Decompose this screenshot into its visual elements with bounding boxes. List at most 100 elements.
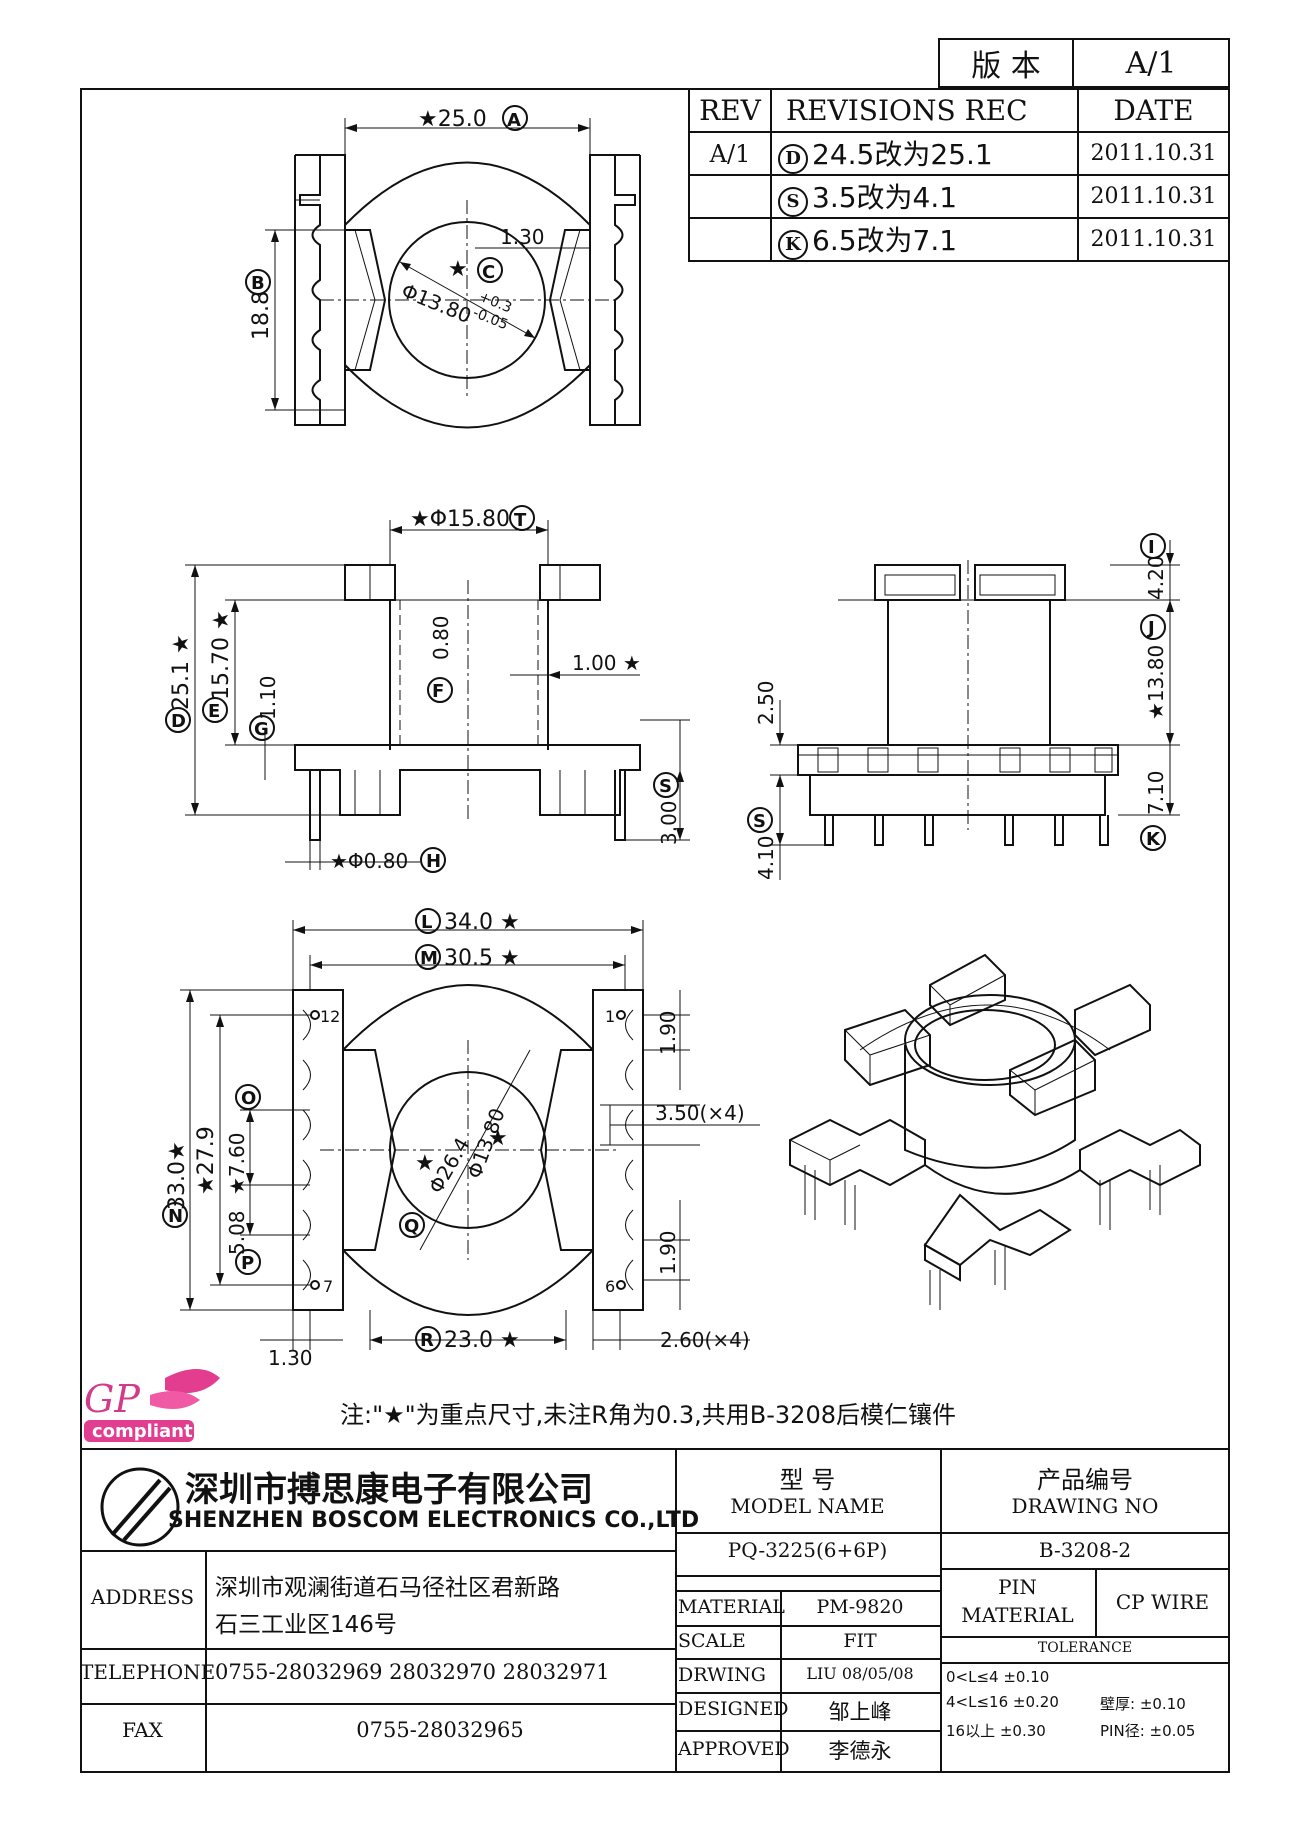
material-label: MATERIAL	[678, 1596, 785, 1618]
revision-date: 2011.10.31	[1077, 131, 1230, 176]
dim-bottom-outer-symbol: Q	[404, 1216, 419, 1237]
tolerance-row-1: 0<L≤4 ±0.10	[946, 1668, 1050, 1686]
leaf-icon	[165, 1369, 220, 1394]
divider	[675, 1658, 940, 1660]
pin-label: 1	[605, 1007, 615, 1026]
dim-bottom-pitch-row: ★27.9	[194, 1126, 219, 1195]
dim-inner-length-symbol: M	[420, 948, 438, 969]
dim-front-flange-symbol: G	[254, 719, 269, 740]
dim-front-inner: 15.70 ★	[209, 610, 234, 700]
dim-inner-length: 30.5 ★	[444, 946, 520, 971]
pin-label: 6	[605, 1277, 615, 1296]
dim-front-pin-symbol: S	[659, 776, 672, 797]
dim-side-step: 2.50	[754, 680, 778, 725]
drawing-no-label-cn: 产品编号	[1037, 1466, 1133, 1494]
fax-value: 0755-28032965	[356, 1718, 524, 1742]
dim-bottom-pitch-a: ★7.60	[225, 1133, 249, 1195]
gp-compliant-logo: GP compliant	[84, 1369, 220, 1442]
model-label-en: MODEL NAME	[730, 1494, 885, 1518]
version-label: 版 本	[938, 38, 1074, 88]
symbol-badge: S	[778, 187, 808, 217]
version-block: 版 本 A/1	[938, 38, 1230, 88]
drawing-no-value: B-3208-2	[1038, 1538, 1132, 1562]
dim-front-total: 25.1 ★	[169, 634, 194, 710]
dim-front-dia: ★Φ15.80	[410, 507, 510, 532]
front-view: ★Φ15.80 T 0.80 F 1.00 ★ 25.1 ★ D	[165, 505, 690, 873]
dim-height: 18.8	[249, 291, 274, 340]
revision-date: 2011.10.31	[1077, 217, 1230, 262]
leaf-icon	[150, 1391, 200, 1409]
dim-width: ★25.0	[418, 107, 487, 132]
company-name-en: SHENZHEN BOSCOM ELECTRONICS CO.,LTD	[168, 1508, 700, 1533]
drwing-value: LIU 08/05/08	[806, 1664, 914, 1683]
company-name-cn: 深圳市搏思康电子有限公司	[185, 1470, 593, 1510]
drawing-frame	[80, 88, 1230, 1773]
scale-label: SCALE	[678, 1630, 746, 1652]
revision-date: 2011.10.31	[1077, 174, 1230, 219]
divider	[780, 1590, 782, 1773]
rev-cell	[688, 217, 772, 262]
dim-front-pin-len: 3.00	[657, 800, 681, 845]
drawing-note: 注:"★"为重点尺寸,未注R角为0.3,共用B-3208后模仁镶件	[340, 1401, 956, 1429]
dim-front-total-symbol: D	[171, 711, 186, 732]
svg-text:★: ★	[488, 1126, 508, 1151]
dim-side-mid-symbol: J	[1146, 618, 1155, 639]
divider	[675, 1532, 1230, 1534]
approved-value: 李德永	[828, 1739, 892, 1763]
company-logo	[100, 1467, 180, 1547]
dim-bottom-gap-top: 1.90	[656, 1010, 680, 1055]
dim-front-pin-dia-symbol: H	[426, 851, 441, 872]
tolerance-pin: PIN径: ±0.05	[1100, 1722, 1196, 1740]
dim-front-wall-symbol: F	[432, 681, 444, 702]
dim-front-pin-dia: ★Φ0.80	[330, 849, 408, 873]
rev-cell: A/1	[688, 131, 772, 176]
pin-label: 7	[323, 1277, 333, 1296]
tolerance-row-3: 16以上 ±0.30	[946, 1722, 1046, 1740]
dim-bore-symbol: C	[482, 262, 495, 283]
material-value: PM-9820	[816, 1596, 904, 1618]
divider	[675, 1730, 940, 1732]
dim-front-flange: 1.10	[256, 675, 280, 720]
dim-side-pin: 4.10	[754, 835, 778, 880]
fax-label: FAX	[122, 1718, 163, 1742]
dim-width-symbol: A	[507, 110, 521, 131]
divider	[675, 1692, 940, 1694]
top-view: ★25.0 A Φ13.80 +0.3 -0.05 ★ C 1.30	[245, 105, 641, 429]
side-view: 2.50 4.10 S 4.20 I ★13.80 J 7.10 K	[747, 533, 1180, 880]
dim-length: 34.0 ★	[444, 910, 520, 935]
title-block-top	[80, 1448, 1230, 1450]
svg-text:★: ★	[448, 257, 468, 282]
dim-bottom-edge: 1.30	[268, 1346, 313, 1370]
revisions-rec-header: REVISIONS REC	[770, 88, 1079, 133]
pin-material-label-2: MATERIAL	[961, 1603, 1074, 1627]
pin-material-label-1: PIN	[998, 1575, 1037, 1599]
designed-value: 邹上峰	[828, 1700, 892, 1724]
dim-front-dia-symbol: T	[514, 510, 527, 531]
dim-height-symbol: B	[251, 273, 265, 294]
symbol-badge: D	[778, 144, 808, 174]
divider	[675, 1575, 940, 1577]
compliant-text: compliant	[92, 1421, 193, 1442]
dim-bottom-pitch-a-symbol: O	[241, 1088, 256, 1109]
dim-bottom-total-symbol: N	[168, 1206, 183, 1227]
drawing-no-label-en: DRAWING NO	[1011, 1494, 1159, 1518]
dim-side-base: 7.10	[1144, 770, 1168, 815]
dim-bottom-slot-w: 2.60(×4)	[660, 1328, 750, 1352]
dim-side-pin-symbol: S	[753, 811, 766, 832]
rev-header: REV	[688, 88, 772, 133]
dim-bore: Φ13.80	[398, 278, 475, 328]
dim-bottom-span: 23.0 ★	[444, 1328, 520, 1353]
dim-bottom-slot: 3.50(×4)	[655, 1101, 745, 1125]
dim-bottom-gap-bottom: 1.90	[656, 1230, 680, 1275]
divider	[940, 1636, 1230, 1638]
model-value: PQ-3225(6+6P)	[727, 1538, 888, 1562]
divider	[80, 1550, 675, 1552]
tolerance-wall: 壁厚: ±0.10	[1100, 1695, 1186, 1713]
address-line2: 石三工业区146号	[215, 1612, 397, 1638]
address-line1: 深圳市观澜街道石马径社区君新路	[215, 1575, 560, 1601]
dim-side-top-symbol: I	[1148, 537, 1155, 558]
